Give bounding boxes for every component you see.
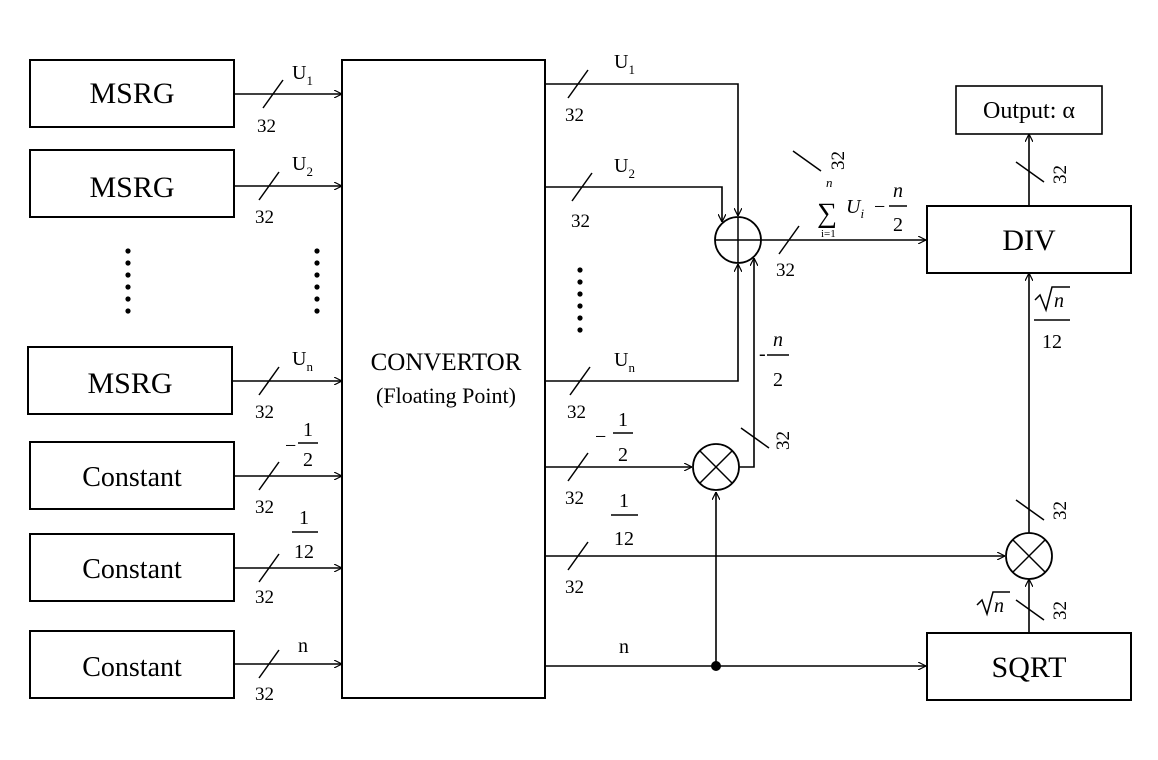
sqrt-block: SQRT [926, 632, 1132, 701]
mid-right-ellipsis [577, 267, 583, 333]
wire-sqrt-to-multiplier: 32 n [976, 579, 1071, 633]
bus-width-label: 32 [255, 587, 274, 608]
left-ellipsis [125, 248, 131, 314]
minus-sign: - [759, 343, 766, 365]
fraction-numerator: 1 [303, 419, 313, 441]
signal-u2-out-label: U2 [614, 155, 635, 181]
signal-u2-label: U2 [292, 153, 313, 179]
fraction-numerator: 1 [299, 507, 309, 529]
wire-div-to-output: 32 [1015, 134, 1071, 206]
sum-upper-limit: n [826, 175, 833, 190]
mid-left-ellipsis [314, 248, 320, 314]
wire-u2-to-adder: 32 U2 [545, 155, 722, 232]
fraction-numerator: n [893, 180, 903, 202]
wire-n-to-sqrt: n [545, 492, 926, 671]
bus-width-label: 32 [1050, 165, 1071, 184]
wire-u1-to-adder: 32 U1 [545, 51, 738, 216]
bus-width-label: 32 [257, 116, 276, 137]
bus-width-label: 32 [565, 577, 584, 598]
convertor-label: CONVERTOR [371, 349, 522, 376]
bus-width-label: 32 [255, 497, 274, 518]
div-block: DIV [926, 205, 1132, 274]
wire-neg-half-to-multiplier: 32 − 1 2 [545, 409, 692, 509]
wire-multiplier-to-div: 32 n 12 [1015, 273, 1071, 533]
fraction-numerator: 1 [619, 490, 629, 512]
sqrt-n-label: n [976, 591, 1010, 617]
constant-block-3: Constant [29, 630, 235, 699]
wire-neg-n-half-to-adder: 32 - n 2 [739, 258, 794, 468]
multiplier-operator-1 [692, 443, 740, 491]
signal-un-label: Un [292, 348, 313, 374]
bus-width-label: 32 [567, 402, 586, 423]
bus-width-label: 32 [255, 402, 274, 423]
wire-un-to-adder: 32 Un [545, 264, 738, 423]
fraction-denominator: 12 [294, 541, 314, 563]
minus-sign: − [874, 196, 885, 218]
signal-u1-out-label: U1 [614, 51, 635, 77]
fraction-denominator: 2 [303, 449, 313, 471]
sqrt-argument: n [1054, 290, 1064, 312]
bus-width-label: 32 [1050, 501, 1071, 520]
sum-lower-limit: i=1 [821, 228, 836, 240]
wire-sum-to-div: 32 32 ∑ n i=1 Ui − n 2 [761, 150, 926, 281]
minus-sign: − [595, 426, 606, 448]
wire-const-twelfth-to-convertor: 32 1 12 [234, 507, 342, 608]
constant-2-label: Constant [82, 554, 182, 585]
msrg-block-2: MSRG [29, 149, 235, 218]
bus-width-label: 32 [571, 211, 590, 232]
div-label: DIV [1002, 224, 1056, 257]
bus-width-label: 32 [255, 207, 274, 228]
bus-width-label: 32 [773, 431, 794, 450]
bus-width-label: 32 [255, 684, 274, 705]
bus-width-label: 32 [776, 260, 795, 281]
sigma-symbol: ∑ [817, 198, 837, 229]
wire-msrg2-to-convertor: 32 U2 [234, 153, 342, 228]
signal-n-label: n [298, 635, 308, 657]
fraction-denominator: 12 [1042, 331, 1062, 353]
fraction-denominator: 2 [893, 214, 903, 236]
sqrt-n-over-12: n 12 [1034, 286, 1070, 353]
adder-operator [714, 216, 762, 264]
constant-1-label: Constant [82, 462, 182, 493]
convertor-sublabel: (Floating Point) [376, 383, 516, 408]
bus-width-label: 32 [565, 105, 584, 126]
sqrt-label: SQRT [992, 651, 1067, 684]
output-block: Output: α [955, 85, 1103, 135]
msrg-n-label: MSRG [87, 367, 172, 400]
wire-twelfth-to-multiplier: 32 1 12 [545, 490, 1005, 598]
wire-const-neg-half-to-convertor: 32 − 1 2 [234, 419, 342, 518]
minus-sign: − [285, 435, 296, 457]
sum-term: Ui [846, 196, 864, 221]
msrg-2-label: MSRG [89, 171, 174, 204]
bus-width-label: 32 [828, 151, 849, 170]
wire-msrgn-to-convertor: 32 Un [232, 348, 342, 423]
sqrt-argument: n [994, 595, 1004, 617]
msrg-1-label: MSRG [89, 77, 174, 110]
fraction-denominator: 12 [614, 528, 634, 550]
convertor-block: CONVERTOR (Floating Point) [341, 59, 546, 699]
constant-3-label: Constant [82, 652, 182, 683]
bus-width-label: 32 [565, 488, 584, 509]
fraction-numerator: n [773, 329, 783, 351]
msrg-block-n: MSRG [27, 346, 233, 415]
signal-n-out-label: n [619, 636, 629, 658]
msrg-block-1: MSRG [29, 59, 235, 128]
wire-msrg1-to-convertor: 32 U1 [234, 62, 342, 137]
signal-u1-label: U1 [292, 62, 313, 88]
sum-expression: ∑ n i=1 Ui − n 2 [817, 175, 907, 240]
fraction-denominator: 2 [773, 369, 783, 391]
constant-block-2: Constant [29, 533, 235, 602]
fraction-numerator: 1 [618, 409, 628, 431]
fraction-denominator: 2 [618, 444, 628, 466]
wire-const-n-to-convertor: 32 n [234, 635, 342, 705]
constant-block-1: Constant [29, 441, 235, 510]
bus-width-label: 32 [1050, 601, 1071, 620]
multiplier-operator-2 [1005, 532, 1053, 580]
signal-un-out-label: Un [614, 349, 635, 375]
output-label: Output: α [983, 98, 1075, 124]
